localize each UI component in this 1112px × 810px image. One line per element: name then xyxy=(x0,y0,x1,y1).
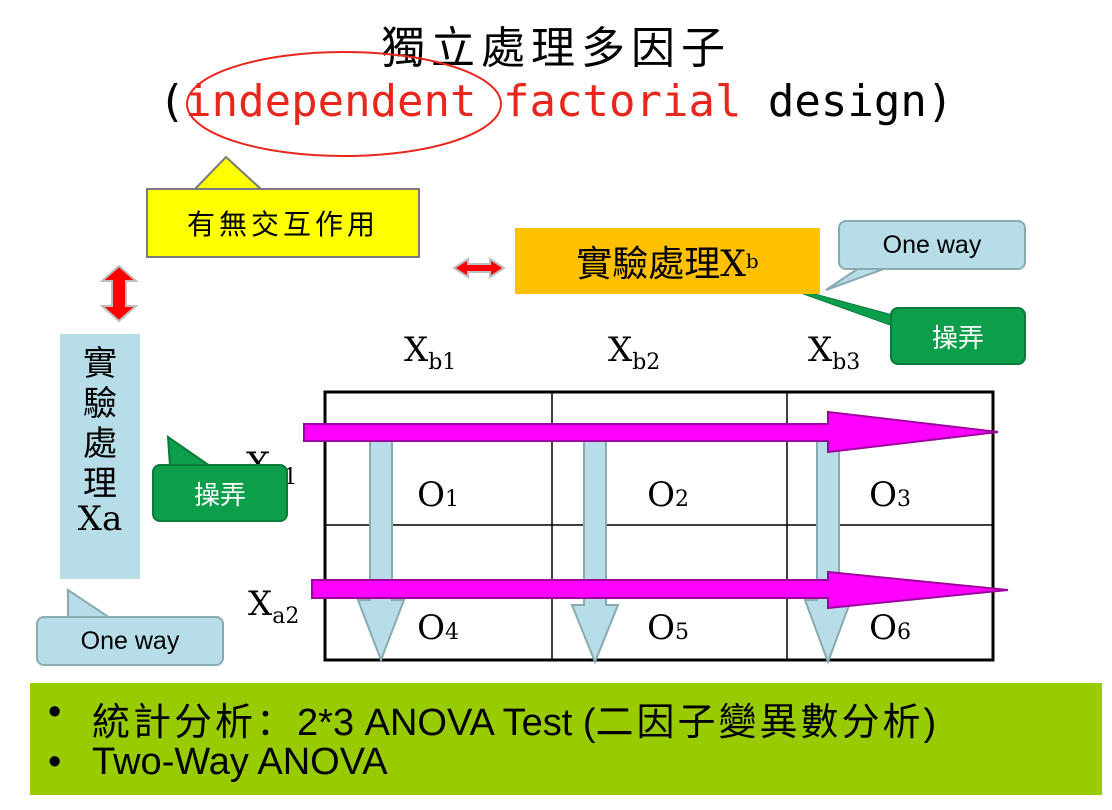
horizontal-arrow xyxy=(303,410,999,454)
treatment-a-box: 實 驗 處 理 Xa xyxy=(60,334,140,579)
treatment-a-char: 處 xyxy=(83,424,117,464)
title-open-paren: ( xyxy=(158,76,186,127)
cell-o1: O1 xyxy=(417,475,459,515)
title-design: design) xyxy=(741,76,954,127)
horizontal-double-arrow xyxy=(452,257,506,279)
treatment-a-char: 理 xyxy=(83,464,117,504)
bullet-dot: • xyxy=(48,691,62,733)
manipulate-left-callout: 操弄 xyxy=(152,464,288,522)
oneway-top-callout: One way xyxy=(838,220,1026,270)
bullet-dot: • xyxy=(48,741,62,783)
bullet-2-text: Two-Way ANOVA xyxy=(92,741,388,783)
oneway-left-callout: One way xyxy=(36,616,224,666)
yellow-callout-pointer xyxy=(191,155,265,191)
oneway-left-pointer xyxy=(67,588,114,619)
bullet-item: • 統計分析：2*3 ANOVA Test (二因子變異數分析) xyxy=(30,691,1102,744)
interaction-callout: 有無交互作用 xyxy=(146,188,420,258)
table-frame xyxy=(323,390,995,662)
treatment-a-char: 驗 xyxy=(83,384,117,424)
bullet-1-latin: 2*3 ANOVA Test ( xyxy=(297,702,596,744)
treatment-a-char: Xa xyxy=(77,499,123,539)
vertical-arrow xyxy=(570,431,620,665)
title-factorial: factorial xyxy=(476,76,742,127)
title-line-1: 獨立處理多因子 xyxy=(381,23,731,74)
title-line-2: (independent factorial design) xyxy=(0,76,1112,127)
cell-o6: O6 xyxy=(869,608,911,648)
cell-o5: O5 xyxy=(647,608,689,648)
col-header-b2: Xb2 xyxy=(608,330,661,375)
bullet-1-cjk2: 二因子變異數分析 xyxy=(595,700,924,744)
row-header-a2: Xa2 xyxy=(248,584,300,629)
vertical-arrow xyxy=(356,431,406,663)
manipulate-top-callout: 操弄 xyxy=(890,307,1026,365)
bullet-1-close: ) xyxy=(923,702,937,744)
treatment-a-char: 實 xyxy=(83,344,117,384)
cell-o2: O2 xyxy=(647,475,689,515)
col-header-b1: Xb1 xyxy=(404,330,457,375)
treatment-b-sub: b xyxy=(745,249,759,273)
highlight-ellipse xyxy=(186,51,502,157)
title-independent: independent xyxy=(185,76,477,127)
horizontal-arrow xyxy=(311,570,1009,610)
vertical-double-arrow xyxy=(99,264,139,323)
manipulate-left-pointer xyxy=(166,434,214,467)
treatment-b-label: 實驗處理X xyxy=(576,244,746,285)
cell-o3: O3 xyxy=(869,475,911,515)
bullet-1-cjk: 統計分析： xyxy=(92,700,298,744)
bullet-item: • Two-Way ANOVA xyxy=(30,741,1102,789)
col-header-b3: Xb3 xyxy=(808,330,861,375)
summary-box: • 統計分析：2*3 ANOVA Test (二因子變異數分析) • Two-W… xyxy=(30,683,1102,795)
cell-o4: O4 xyxy=(417,608,459,648)
